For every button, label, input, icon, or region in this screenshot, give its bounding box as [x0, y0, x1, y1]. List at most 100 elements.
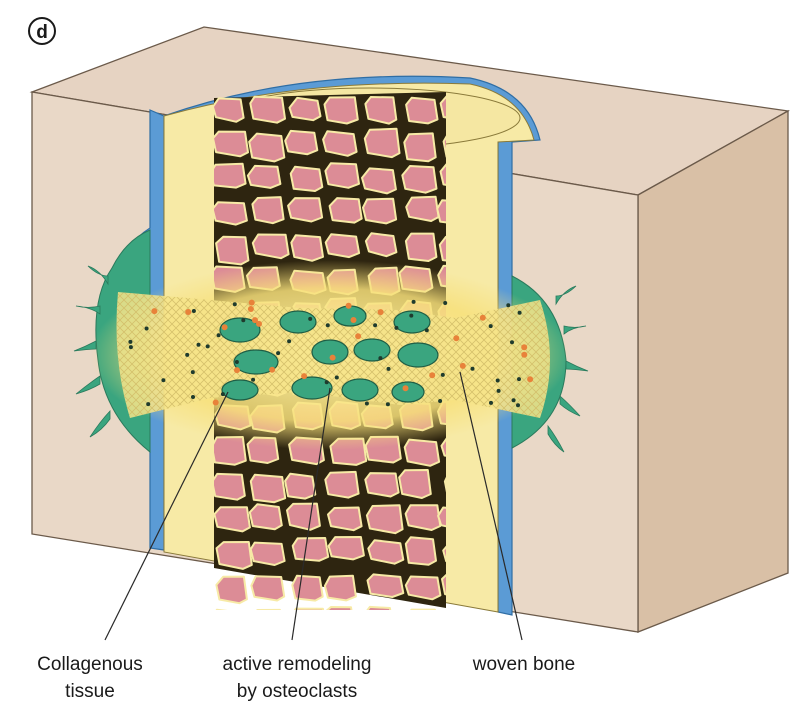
osteoclast-blob — [222, 380, 258, 400]
trabecular-cell — [291, 167, 323, 191]
trabecular-cell — [366, 233, 397, 256]
cell-dot — [496, 379, 500, 383]
cell-dot — [471, 367, 475, 371]
trabecular-cell — [251, 543, 285, 565]
cell-dot — [394, 326, 398, 330]
trabecular-cell — [406, 98, 437, 124]
trabecular-cell — [406, 537, 436, 565]
osteoclast-dot — [480, 315, 486, 321]
trabecular-cell — [441, 611, 473, 637]
cell-dot — [161, 378, 165, 382]
cell-dot — [510, 340, 514, 344]
osteoclast-blob — [280, 311, 316, 333]
trabecular-cell — [216, 577, 247, 604]
trabecular-cell — [216, 237, 248, 265]
trabecular-cell — [367, 505, 403, 533]
trabecular-cell — [251, 475, 285, 503]
trabecular-cell — [406, 197, 438, 221]
trabecular-cell — [250, 97, 285, 123]
trabecular-cell — [363, 199, 396, 224]
trabecular-cell — [288, 198, 322, 221]
cell-dot — [191, 395, 195, 399]
osteoclast-blob — [312, 340, 348, 364]
cell-dot — [308, 317, 312, 321]
osteoclast-dot — [521, 352, 527, 358]
trabecular-cell — [285, 131, 317, 154]
osteoclast-dot — [185, 309, 191, 315]
trabecular-cell — [213, 202, 247, 224]
panel-label-text: d — [36, 22, 48, 43]
trabecular-cell — [211, 164, 246, 188]
trabecular-cell — [287, 504, 320, 530]
trabecular-cell — [330, 198, 362, 223]
cell-dot — [489, 401, 493, 405]
cell-dot — [373, 323, 377, 327]
osteoclast-dot — [330, 355, 336, 361]
cell-dot — [387, 367, 391, 371]
trabecular-cell — [399, 470, 431, 498]
trabecular-cell — [217, 542, 252, 569]
cell-dot — [441, 373, 445, 377]
cell-dot — [146, 402, 150, 406]
label-remodeling-line2: by osteoclasts — [237, 681, 357, 702]
cell-dot — [191, 370, 195, 374]
osteoclast-dot — [222, 324, 228, 330]
osteoclast-dot — [269, 367, 275, 373]
label-collagenous-line1: Collagenous — [37, 654, 143, 675]
trabecular-cell — [213, 132, 248, 157]
trabecular-cell — [326, 234, 359, 257]
cell-dot — [497, 389, 501, 393]
cell-dot — [517, 377, 521, 381]
osteoclast-dot — [346, 303, 352, 309]
osteoclast-blob — [398, 343, 438, 367]
trabecular-cell — [406, 505, 441, 530]
trabecular-cell — [365, 97, 396, 124]
osteoclast-dot — [151, 308, 157, 314]
osteoclast-dot — [429, 372, 435, 378]
cell-dot — [335, 376, 339, 380]
trabecular-cell — [404, 610, 438, 637]
trabecular-cell — [325, 97, 358, 123]
cell-dot — [251, 378, 255, 382]
cell-dot — [235, 360, 239, 364]
cell-dot — [516, 403, 520, 407]
trabecular-cell — [368, 540, 403, 564]
cell-dot — [145, 327, 149, 331]
cell-dot — [241, 318, 245, 322]
cell-dot — [506, 303, 510, 307]
trabecular-cell — [363, 607, 393, 630]
trabecular-cell — [249, 134, 284, 162]
osteoclast-dot — [248, 306, 254, 312]
trabecular-cell — [291, 235, 323, 261]
cell-dot — [325, 380, 329, 384]
trabecular-cell — [323, 607, 354, 632]
trabecular-cell — [406, 234, 437, 261]
cell-dot — [221, 392, 225, 396]
osteoclast-dot — [521, 344, 527, 350]
trabecular-cell — [250, 610, 283, 633]
cell-dot — [365, 402, 369, 406]
trabecular-cell — [212, 474, 245, 500]
cell-dot — [518, 311, 522, 315]
cell-dot — [197, 343, 201, 347]
osteoclast-dot — [403, 385, 409, 391]
cell-dot — [185, 353, 189, 357]
cell-dot — [512, 398, 516, 402]
trabecular-cell — [362, 168, 396, 193]
trabecular-cell — [404, 133, 435, 161]
osteoclast-dot — [351, 317, 357, 323]
trabecular-cell — [285, 474, 315, 499]
osteoclast-dot — [234, 367, 240, 373]
cell-dot — [326, 323, 330, 327]
cell-dot — [425, 328, 429, 332]
trabecular-cell — [329, 537, 364, 559]
trabecular-cell — [248, 166, 281, 188]
osteoclast-dot — [378, 309, 384, 315]
trabecular-cell — [292, 576, 322, 601]
osteoclast-dot — [252, 317, 258, 323]
osteoclast-blob — [342, 379, 378, 401]
trabecular-cell — [368, 574, 404, 597]
trabecular-cell — [325, 472, 358, 498]
trabecular-cell — [365, 473, 398, 496]
